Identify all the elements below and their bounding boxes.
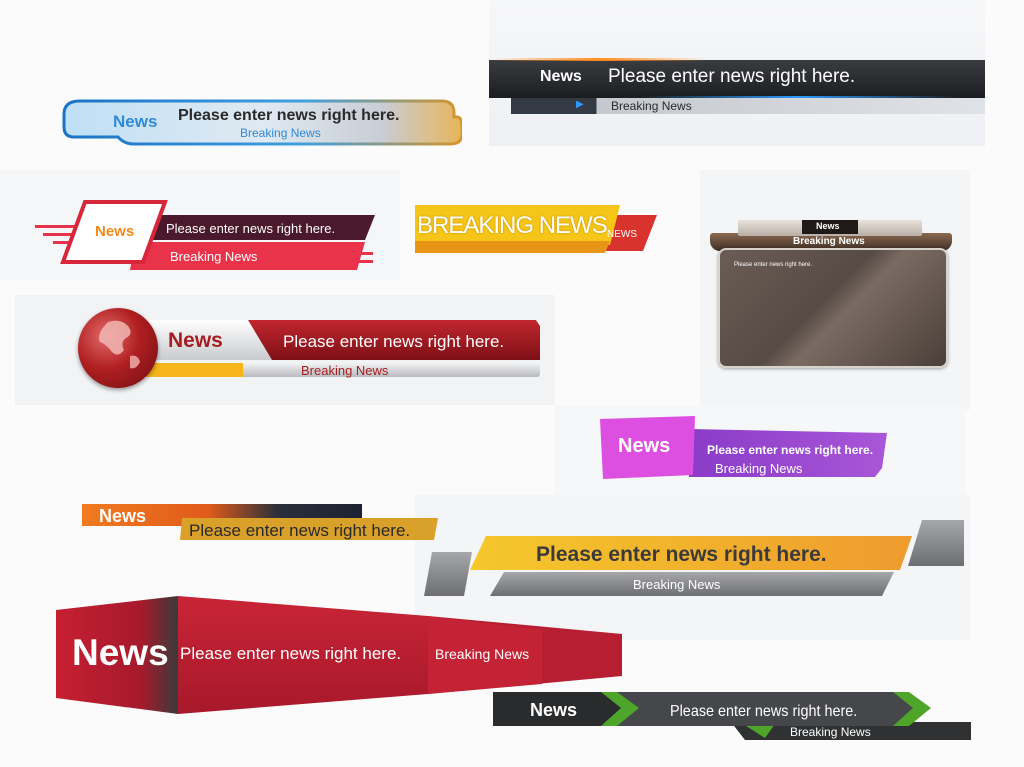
banner-dark-glow: News Please enter news right here. ▶ Bre… (489, 0, 985, 146)
banner-blue-pill-shape (62, 99, 464, 146)
headline: Please enter news right here. (670, 703, 858, 720)
banner-blue-pill: News Please enter news right here. Break… (62, 94, 464, 152)
glow-line (489, 58, 709, 61)
news-label: News (72, 632, 169, 673)
breaking-news-label: Breaking News (715, 461, 803, 476)
news-label: News (95, 223, 135, 240)
dark-bar (489, 58, 985, 99)
banner-globe-red: News Please enter news right here. Break… (78, 308, 544, 390)
yellow-stripe (146, 363, 246, 377)
headline: Please enter news right here. (536, 543, 827, 566)
play-icon: ▶ (576, 99, 584, 110)
headline: Please enter news right here. (608, 66, 856, 87)
breaking-news-label: Breaking News (435, 646, 530, 662)
banner-orange-dark-shape (82, 504, 438, 540)
news-label: News (168, 329, 223, 352)
brown-body: Please enter news right here. (718, 248, 948, 368)
headline: Please enter news right here. (283, 332, 505, 351)
glow-line-blue (639, 96, 959, 99)
banner-red-speed: News Please enter news right here. Break… (35, 200, 380, 272)
headline: Please enter news right here. (178, 107, 400, 124)
banner-purple: News Please enter news right here. Break… (597, 413, 892, 483)
headline: Please enter news right here. (180, 644, 402, 663)
breaking-news-label: Breaking News (240, 126, 321, 140)
breaking-news-label: Breaking News (790, 725, 871, 739)
brown-tab-inner (802, 220, 858, 234)
headline: Please enter news right here. (166, 221, 336, 236)
news-label: News (530, 700, 578, 720)
sub-bar (511, 98, 985, 114)
breaking-news-label: Breaking News (301, 363, 389, 378)
brown-header (710, 233, 952, 251)
news-label: News (618, 435, 671, 457)
news-label: News (540, 68, 582, 85)
breaking-news-label: Breaking News (633, 577, 721, 592)
grey-stripe (243, 363, 540, 377)
banner-yellow-grey: Please enter news right here. Breaking N… (424, 520, 966, 600)
banner-red-3d-shape (56, 596, 622, 714)
banner-breaking-yellow-shape (415, 205, 657, 253)
headline: Please enter news right here. (189, 521, 411, 540)
breaking-news-label: Breaking News (793, 236, 865, 247)
breaking-news-title: BREAKING NEWS (417, 212, 608, 239)
headline: Please enter news right here. (707, 443, 874, 457)
banner-brown-box: News Breaking News (708, 215, 954, 367)
banner-orange-dark: News Please enter news right here. (82, 502, 442, 544)
red-bar-shape (248, 320, 540, 360)
banner-purple-shape (600, 416, 887, 479)
banner-yellow-grey-shape (424, 520, 964, 596)
body-text: Please enter news right here. (734, 262, 813, 268)
news-label: News (816, 221, 840, 231)
banner-red-3d: News Please enter news right here. Break… (56, 594, 624, 716)
news-tag: NEWS (607, 229, 637, 240)
breaking-news-label: Breaking News (611, 99, 692, 113)
banner-red-speed-shape (35, 200, 375, 270)
banner-breaking-yellow: BREAKING NEWS NEWS (415, 203, 660, 255)
breaking-news-label: Breaking News (170, 249, 258, 264)
news-label: News (113, 112, 158, 131)
banner-dark-green: News Please enter news right here. Break… (493, 690, 973, 744)
news-label: News (99, 506, 147, 526)
globe-icon (78, 308, 158, 388)
banner-dark-green-shape (493, 692, 971, 740)
